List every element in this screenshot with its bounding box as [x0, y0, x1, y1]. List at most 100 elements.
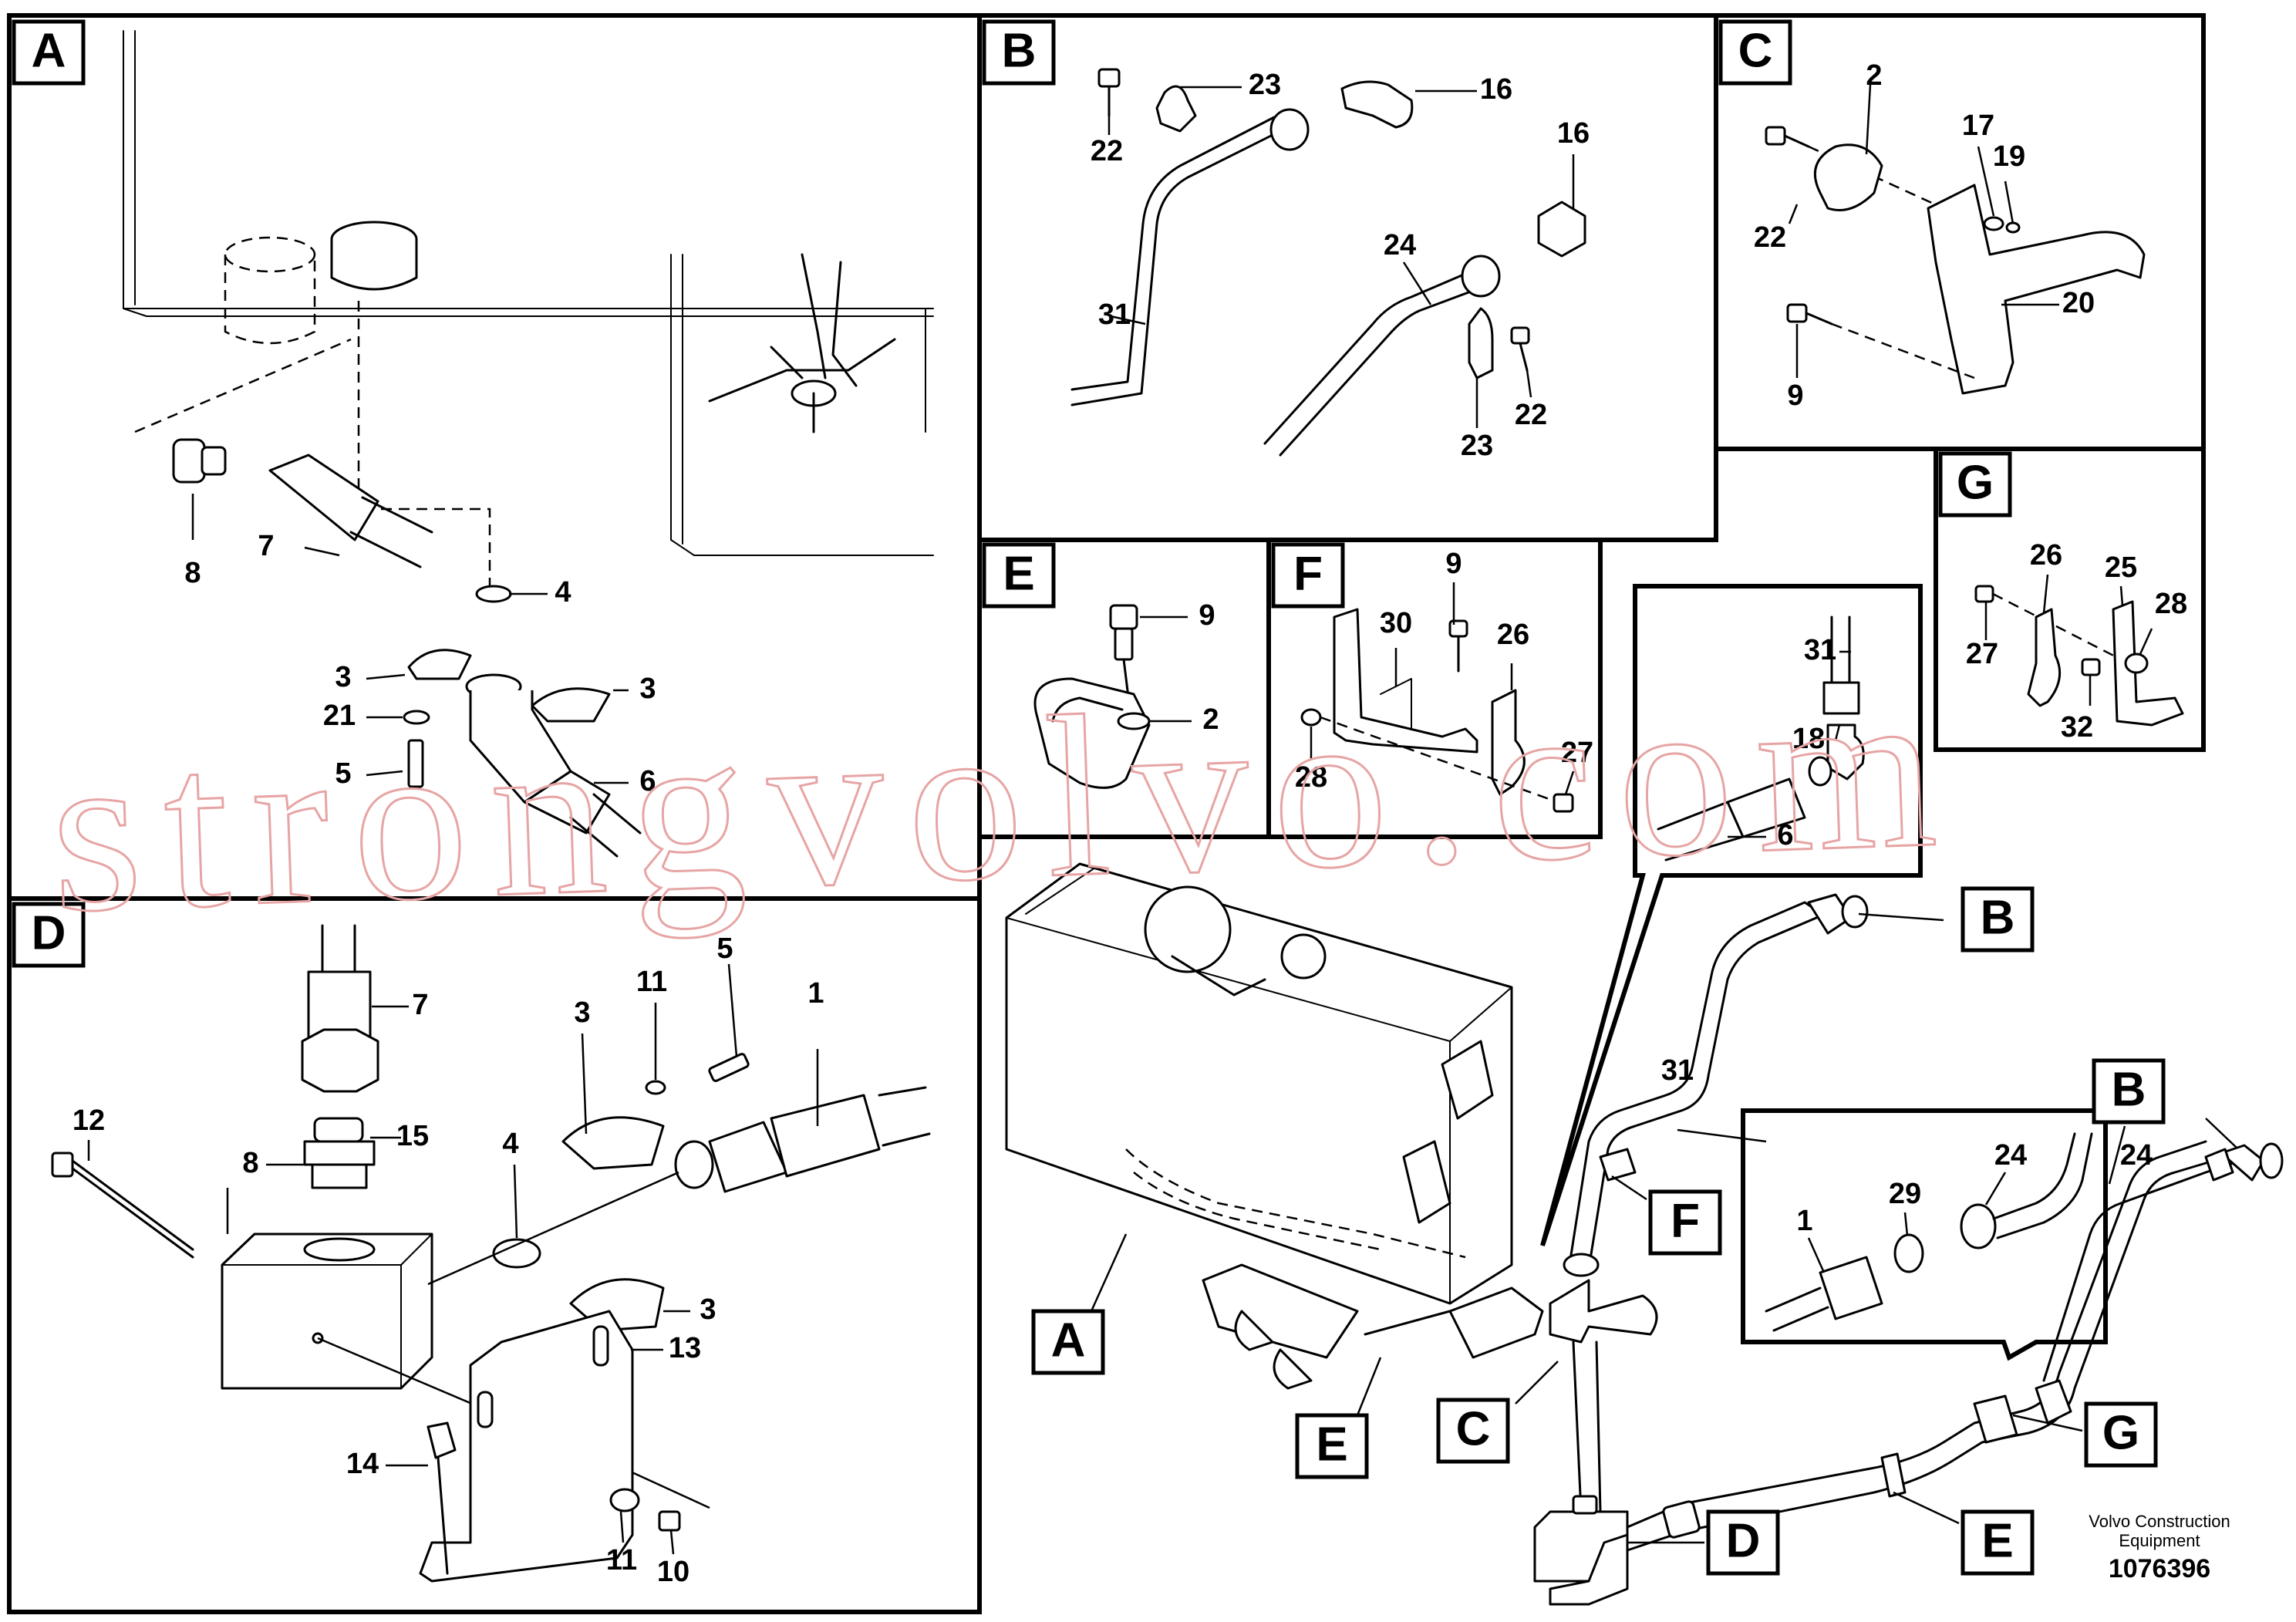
part-number: 26 [2030, 539, 2062, 572]
part-number: 7 [412, 989, 428, 1021]
detail-box-18 [1540, 584, 1923, 1246]
part-number: 7 [258, 530, 274, 562]
panel-g-drawing [1974, 574, 2184, 727]
part-number: 9 [1445, 548, 1462, 580]
main-numbers: 31 18 6 31 24 29 1 24 [1661, 634, 2153, 1237]
part-number: 31 [1098, 298, 1131, 331]
part-number: 29 [1889, 1178, 1921, 1210]
brand-line-1: Volvo Construction [2089, 1512, 2230, 1531]
panel-c-drawing [1765, 84, 2146, 395]
part-number: 15 [396, 1120, 429, 1152]
part-number: 11 [636, 966, 667, 998]
part-number: 3 [335, 661, 351, 693]
part-number: 1 [1796, 1205, 1812, 1237]
part-number: 21 [323, 700, 356, 732]
part-number: 5 [335, 757, 351, 790]
callout-g-label: G [2102, 1406, 2139, 1459]
panel-a-drawing [123, 30, 934, 858]
detail-box-29 [1741, 1108, 2108, 1361]
part-number: 11 [606, 1544, 637, 1576]
panel-g-numbers: 26 25 28 27 32 [1966, 539, 2187, 744]
part-number: 3 [574, 996, 590, 1029]
panel-c-numbers: 2 17 19 22 20 9 [1754, 59, 2095, 412]
part-number: 1 [807, 977, 824, 1010]
callout-f-box [1648, 1189, 1722, 1256]
main-callouts: A B B C D E E F G [1031, 886, 2166, 1576]
panel-label-e: E [1003, 547, 1034, 600]
part-number: 31 [1661, 1054, 1694, 1087]
drawing-number: 1076396 [2109, 1554, 2210, 1583]
main-assembly-drawing [1005, 862, 2284, 1606]
callout-a-label: A [1051, 1313, 1086, 1367]
part-number: 24 [1994, 1139, 2027, 1172]
part-number: 5 [716, 932, 733, 965]
callout-e-box-2 [1961, 1509, 2035, 1576]
part-number: 14 [346, 1448, 379, 1480]
part-number: 22 [1091, 135, 1123, 167]
detail-29-drawing [1765, 1132, 2093, 1332]
part-number: 9 [1199, 599, 1215, 632]
main-callout-leaders [1090, 912, 2237, 1544]
callout-g-box [2084, 1401, 2158, 1468]
part-number: 4 [502, 1128, 518, 1160]
part-number: 28 [2155, 588, 2187, 620]
part-number: 28 [1295, 761, 1327, 794]
part-number: 27 [1561, 737, 1593, 769]
part-number: 13 [669, 1332, 701, 1364]
callout-b-box-2 [2092, 1058, 2166, 1125]
panel-e-numbers: 9 2 [1199, 599, 1219, 736]
panel-f-drawing [1300, 582, 1575, 813]
panel-g-frame [1934, 447, 2206, 752]
part-number: 6 [1777, 819, 1793, 851]
part-number: 12 [72, 1104, 105, 1137]
part-number: 24 [1384, 229, 1416, 261]
part-number: 27 [1966, 638, 1998, 670]
part-number: 23 [1461, 430, 1493, 462]
panel-labels: A B C D E F G [12, 19, 2012, 968]
part-number: 16 [1480, 73, 1512, 106]
part-number: 32 [2061, 711, 2093, 744]
part-number: 3 [639, 673, 656, 705]
part-number: 23 [1249, 69, 1281, 101]
panel-frames [7, 13, 2206, 1614]
part-number: 8 [242, 1147, 258, 1179]
part-number: 22 [1515, 399, 1547, 431]
part-number: 30 [1380, 607, 1412, 639]
footer: Volvo Construction Equipment 1076396 [2089, 1512, 2230, 1583]
part-number: 24 [2120, 1139, 2153, 1172]
part-number: 2 [1866, 59, 1882, 92]
callout-e-box [1295, 1413, 1369, 1479]
callout-b-label-2: B [2112, 1063, 2146, 1116]
callout-d-label: D [1726, 1514, 1761, 1567]
panel-d-numbers: 7 11 5 1 3 4 8 12 15 3 13 14 11 10 [72, 932, 824, 1588]
panel-label-d: D [32, 906, 66, 959]
part-number: 10 [657, 1556, 689, 1588]
part-number: 18 [1792, 723, 1825, 755]
part-number: 6 [639, 765, 656, 798]
panel-e-drawing [1033, 604, 1192, 789]
callout-e-label: E [1316, 1418, 1347, 1471]
callout-e-label-2: E [1981, 1514, 2013, 1567]
part-number: 2 [1202, 703, 1219, 736]
watermark-text: strongvolvo.com [47, 638, 1964, 961]
panel-d-drawing [51, 924, 931, 1583]
part-number: 22 [1754, 221, 1786, 254]
detail-18-drawing [1657, 615, 1865, 862]
panel-b-numbers: 23 22 16 16 31 24 23 22 [1091, 69, 1590, 462]
callout-a-box [1031, 1309, 1105, 1375]
callout-b-label: B [1981, 891, 2015, 944]
panel-label-a: A [32, 24, 66, 77]
part-number: 26 [1497, 619, 1529, 651]
part-number: 16 [1557, 117, 1590, 150]
callout-b-box [1961, 886, 2035, 953]
part-number: 31 [1804, 634, 1836, 666]
part-number: 8 [184, 557, 201, 589]
panel-label-g: G [1957, 456, 1994, 509]
part-number: 20 [2062, 287, 2095, 319]
part-number: 4 [555, 576, 571, 609]
callout-c-box [1436, 1398, 1510, 1464]
part-number: 17 [1962, 110, 1994, 142]
callout-d-box [1706, 1509, 1780, 1576]
panel-f-frame [1266, 538, 1603, 839]
part-number: 9 [1787, 379, 1803, 412]
